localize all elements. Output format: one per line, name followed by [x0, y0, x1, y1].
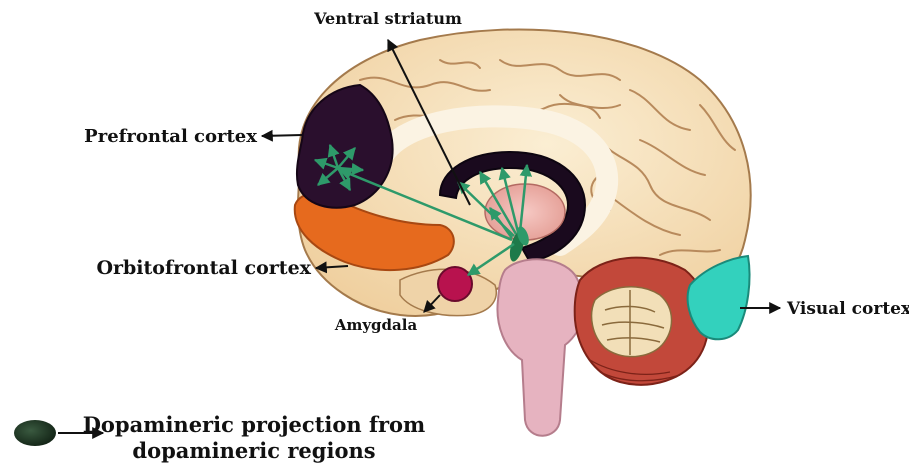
cerebellum: [575, 258, 709, 385]
brainstem: [497, 259, 583, 435]
legend: Dopamineric projection from dopamineric …: [14, 412, 425, 463]
prefrontal-cortex-label: Prefrontal cortex: [84, 126, 257, 147]
orbitofrontal-cortex-label: Orbitofrontal cortex: [96, 257, 311, 279]
legend-text-line2: dopamineric regions: [132, 438, 375, 463]
visual-cortex-label: Visual cortex: [786, 299, 909, 319]
amygdala-label: Amygdala: [334, 316, 418, 334]
prefrontal-pointer: [262, 135, 302, 136]
legend-projection-node-icon: [14, 420, 56, 446]
legend-text-line1: Dopamineric projection from: [83, 412, 426, 437]
amygdala-region: [438, 267, 472, 301]
prefrontal-cortex-region: [297, 85, 393, 208]
ventral-striatum-label: Ventral striatum: [313, 9, 462, 28]
